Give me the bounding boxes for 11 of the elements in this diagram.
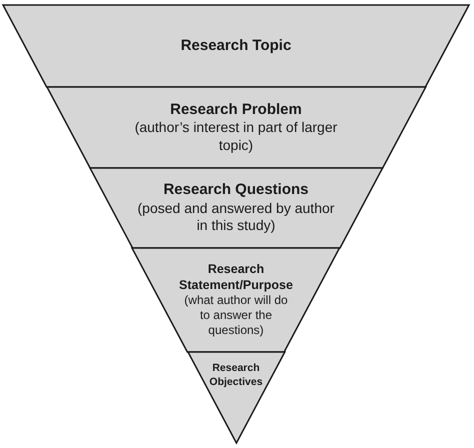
- band-description: (author’s interest in part of larger topic): [134, 119, 338, 154]
- band-heading: Research Topic: [180, 36, 292, 56]
- funnel-band: [3, 5, 469, 87]
- band-description: (posed and answered by author in this study): [136, 200, 336, 235]
- funnel-band: [90, 168, 382, 248]
- funnel-band: [46, 87, 426, 168]
- band-heading: Research Statement/Purpose: [178, 262, 294, 294]
- band-heading: Research Objectives: [208, 362, 264, 389]
- band-heading: Research Questions: [162, 181, 310, 200]
- band-heading: Research Problem: [169, 100, 303, 120]
- band-description: (what author will do to answer the questions): [183, 293, 289, 338]
